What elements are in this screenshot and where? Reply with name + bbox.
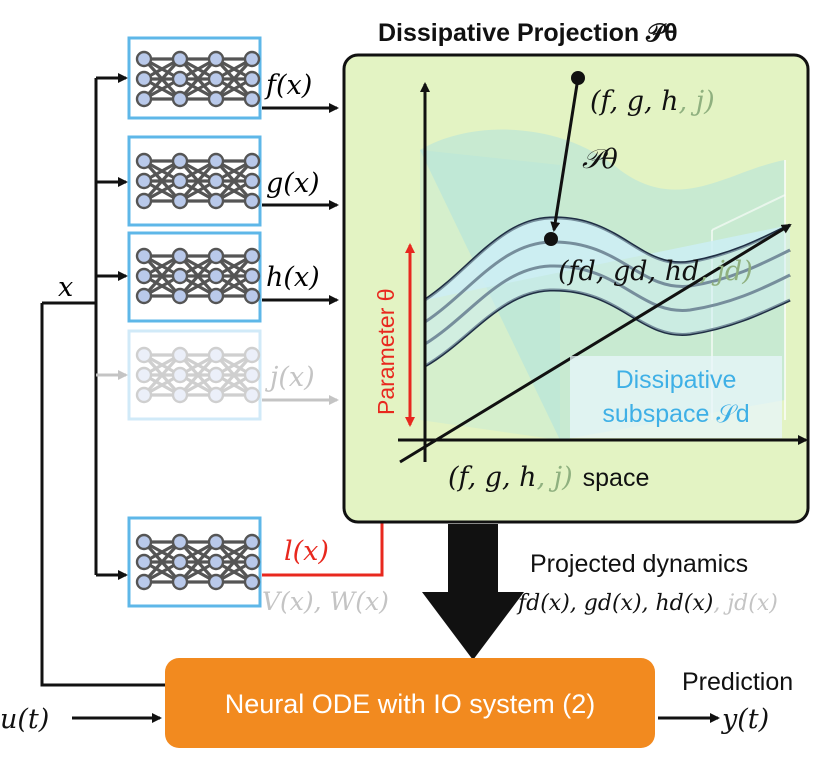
- subspace-label-bg: [570, 356, 782, 438]
- ode-box-label: Neural ODE with IO system (2): [225, 689, 596, 719]
- network-j: [127, 329, 262, 421]
- output-y-label: y(t): [721, 704, 769, 735]
- subspace-label-line2: subspace 𝒮d: [602, 400, 749, 428]
- axes: [398, 82, 808, 464]
- point-original-label: (f, g, h, j): [590, 86, 715, 117]
- projection-arrow: [550, 77, 580, 232]
- label-j-of-x: j(x): [265, 362, 315, 393]
- input-u-label: u(t): [0, 704, 49, 735]
- network-h: [127, 231, 262, 323]
- point-projected-label: (fd, gd, hd, jd): [558, 256, 753, 287]
- subspace-label-line1: Dissipative: [616, 366, 737, 394]
- projection-operator-label: 𝒫θ: [582, 144, 618, 175]
- input-wiring: [40, 73, 165, 687]
- prediction-heading: Prediction: [682, 668, 793, 696]
- point-projected: [544, 232, 558, 246]
- ode-box: [165, 658, 655, 748]
- label-l-of-x: l(x): [284, 536, 329, 567]
- label-g-of-x: g(x): [266, 168, 320, 199]
- space-label: (f, g, h, j)space: [448, 462, 649, 493]
- projected-dynamics-heading: Projected dynamics: [530, 550, 748, 578]
- parameter-theta-label: Parameter θ: [373, 288, 399, 415]
- network-f: [127, 36, 262, 120]
- surface-fill: [425, 217, 790, 366]
- label-v-w: V(x), W(x): [262, 587, 389, 616]
- label-h-of-x: h(x): [266, 262, 320, 293]
- network-l: [127, 516, 262, 608]
- input-x-label: x: [58, 272, 73, 303]
- projected-dynamics-arrow: [422, 524, 524, 660]
- network-g: [127, 135, 262, 227]
- projected-dynamics-formula: fd(x), gd(x), hd(x), jd(x): [516, 591, 778, 616]
- projection-title: Dissipative Projection 𝒫θ: [378, 19, 678, 47]
- label-f-of-x: f(x): [264, 70, 312, 101]
